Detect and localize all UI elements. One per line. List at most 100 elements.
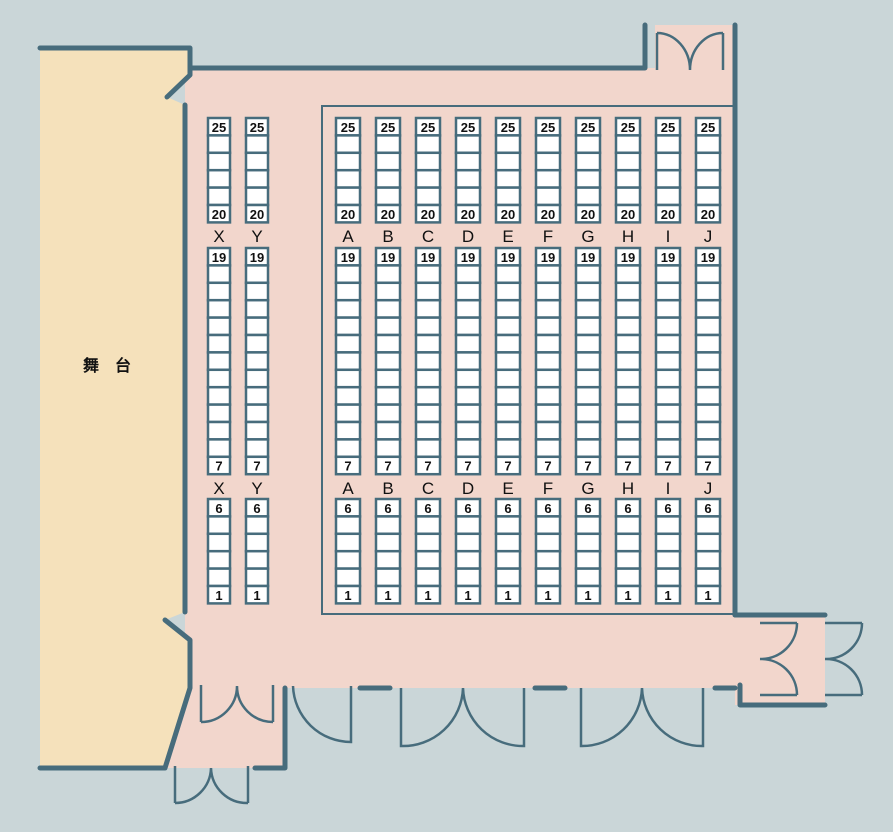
seat-E-15[interactable] — [494, 316, 522, 337]
seat-B-18[interactable] — [374, 264, 402, 285]
seat-X-18[interactable] — [206, 264, 232, 285]
seat-G-10[interactable] — [574, 403, 602, 424]
seat-F-14[interactable] — [534, 333, 562, 354]
seat-A-9[interactable] — [334, 420, 362, 441]
seat-D-20[interactable] — [454, 203, 482, 224]
seat-X-3[interactable] — [206, 549, 232, 570]
seat-X-16[interactable] — [206, 298, 232, 319]
seat-D-12[interactable] — [454, 368, 482, 389]
seat-F-1[interactable] — [534, 584, 562, 605]
seat-B-13[interactable] — [374, 351, 402, 372]
seat-C-21[interactable] — [414, 186, 442, 207]
seat-J-13[interactable] — [694, 351, 722, 372]
seat-A-7[interactable] — [334, 455, 362, 476]
seat-I-24[interactable] — [654, 134, 682, 155]
seat-E-1[interactable] — [494, 584, 522, 605]
seat-D-4[interactable] — [454, 532, 482, 553]
seat-J-24[interactable] — [694, 134, 722, 155]
seat-E-20[interactable] — [494, 203, 522, 224]
seat-Y-1[interactable] — [244, 584, 270, 605]
seat-D-3[interactable] — [454, 549, 482, 570]
seat-G-18[interactable] — [574, 264, 602, 285]
seat-I-18[interactable] — [654, 264, 682, 285]
seat-Y-15[interactable] — [244, 316, 270, 337]
seat-I-2[interactable] — [654, 567, 682, 588]
seat-G-24[interactable] — [574, 134, 602, 155]
seat-C-18[interactable] — [414, 264, 442, 285]
seat-I-14[interactable] — [654, 333, 682, 354]
seat-B-24[interactable] — [374, 134, 402, 155]
seat-I-3[interactable] — [654, 549, 682, 570]
seat-H-24[interactable] — [614, 134, 642, 155]
seat-F-18[interactable] — [534, 264, 562, 285]
seat-H-23[interactable] — [614, 151, 642, 172]
seat-Y-21[interactable] — [244, 186, 270, 207]
seat-H-8[interactable] — [614, 438, 642, 459]
seat-G-9[interactable] — [574, 420, 602, 441]
seat-C-7[interactable] — [414, 455, 442, 476]
seat-C-9[interactable] — [414, 420, 442, 441]
seat-C-16[interactable] — [414, 298, 442, 319]
seat-I-21[interactable] — [654, 186, 682, 207]
seat-Y-20[interactable] — [244, 203, 270, 224]
seat-F-5[interactable] — [534, 515, 562, 536]
seat-E-22[interactable] — [494, 168, 522, 189]
seat-G-21[interactable] — [574, 186, 602, 207]
seat-G-23[interactable] — [574, 151, 602, 172]
seat-H-22[interactable] — [614, 168, 642, 189]
seat-B-16[interactable] — [374, 298, 402, 319]
seat-X-10[interactable] — [206, 403, 232, 424]
seat-X-15[interactable] — [206, 316, 232, 337]
seat-A-22[interactable] — [334, 168, 362, 189]
seat-B-21[interactable] — [374, 186, 402, 207]
seat-X-5[interactable] — [206, 515, 232, 536]
seat-D-14[interactable] — [454, 333, 482, 354]
seat-H-4[interactable] — [614, 532, 642, 553]
seat-H-13[interactable] — [614, 351, 642, 372]
seat-A-14[interactable] — [334, 333, 362, 354]
seat-J-22[interactable] — [694, 168, 722, 189]
seat-E-14[interactable] — [494, 333, 522, 354]
seat-J-23[interactable] — [694, 151, 722, 172]
seat-I-22[interactable] — [654, 168, 682, 189]
seat-X-24[interactable] — [206, 134, 232, 155]
seat-G-7[interactable] — [574, 455, 602, 476]
seat-E-8[interactable] — [494, 438, 522, 459]
seat-I-16[interactable] — [654, 298, 682, 319]
seat-H-17[interactable] — [614, 281, 642, 302]
seat-D-10[interactable] — [454, 403, 482, 424]
seat-C-11[interactable] — [414, 385, 442, 406]
seat-C-13[interactable] — [414, 351, 442, 372]
seat-F-16[interactable] — [534, 298, 562, 319]
seat-E-4[interactable] — [494, 532, 522, 553]
seat-C-12[interactable] — [414, 368, 442, 389]
seat-Y-23[interactable] — [244, 151, 270, 172]
seat-A-13[interactable] — [334, 351, 362, 372]
seat-A-15[interactable] — [334, 316, 362, 337]
seat-B-10[interactable] — [374, 403, 402, 424]
seat-A-18[interactable] — [334, 264, 362, 285]
seat-J-8[interactable] — [694, 438, 722, 459]
seat-B-9[interactable] — [374, 420, 402, 441]
seat-C-20[interactable] — [414, 203, 442, 224]
seat-D-13[interactable] — [454, 351, 482, 372]
seat-H-21[interactable] — [614, 186, 642, 207]
seat-H-11[interactable] — [614, 385, 642, 406]
seat-C-14[interactable] — [414, 333, 442, 354]
seat-A-2[interactable] — [334, 567, 362, 588]
seat-X-23[interactable] — [206, 151, 232, 172]
seat-F-24[interactable] — [534, 134, 562, 155]
seat-F-11[interactable] — [534, 385, 562, 406]
seat-A-12[interactable] — [334, 368, 362, 389]
seat-F-20[interactable] — [534, 203, 562, 224]
seat-C-10[interactable] — [414, 403, 442, 424]
seat-F-22[interactable] — [534, 168, 562, 189]
seat-F-21[interactable] — [534, 186, 562, 207]
seat-Y-11[interactable] — [244, 385, 270, 406]
seat-B-2[interactable] — [374, 567, 402, 588]
seat-G-5[interactable] — [574, 515, 602, 536]
seat-G-11[interactable] — [574, 385, 602, 406]
seat-Y-12[interactable] — [244, 368, 270, 389]
seat-J-4[interactable] — [694, 532, 722, 553]
seat-E-18[interactable] — [494, 264, 522, 285]
